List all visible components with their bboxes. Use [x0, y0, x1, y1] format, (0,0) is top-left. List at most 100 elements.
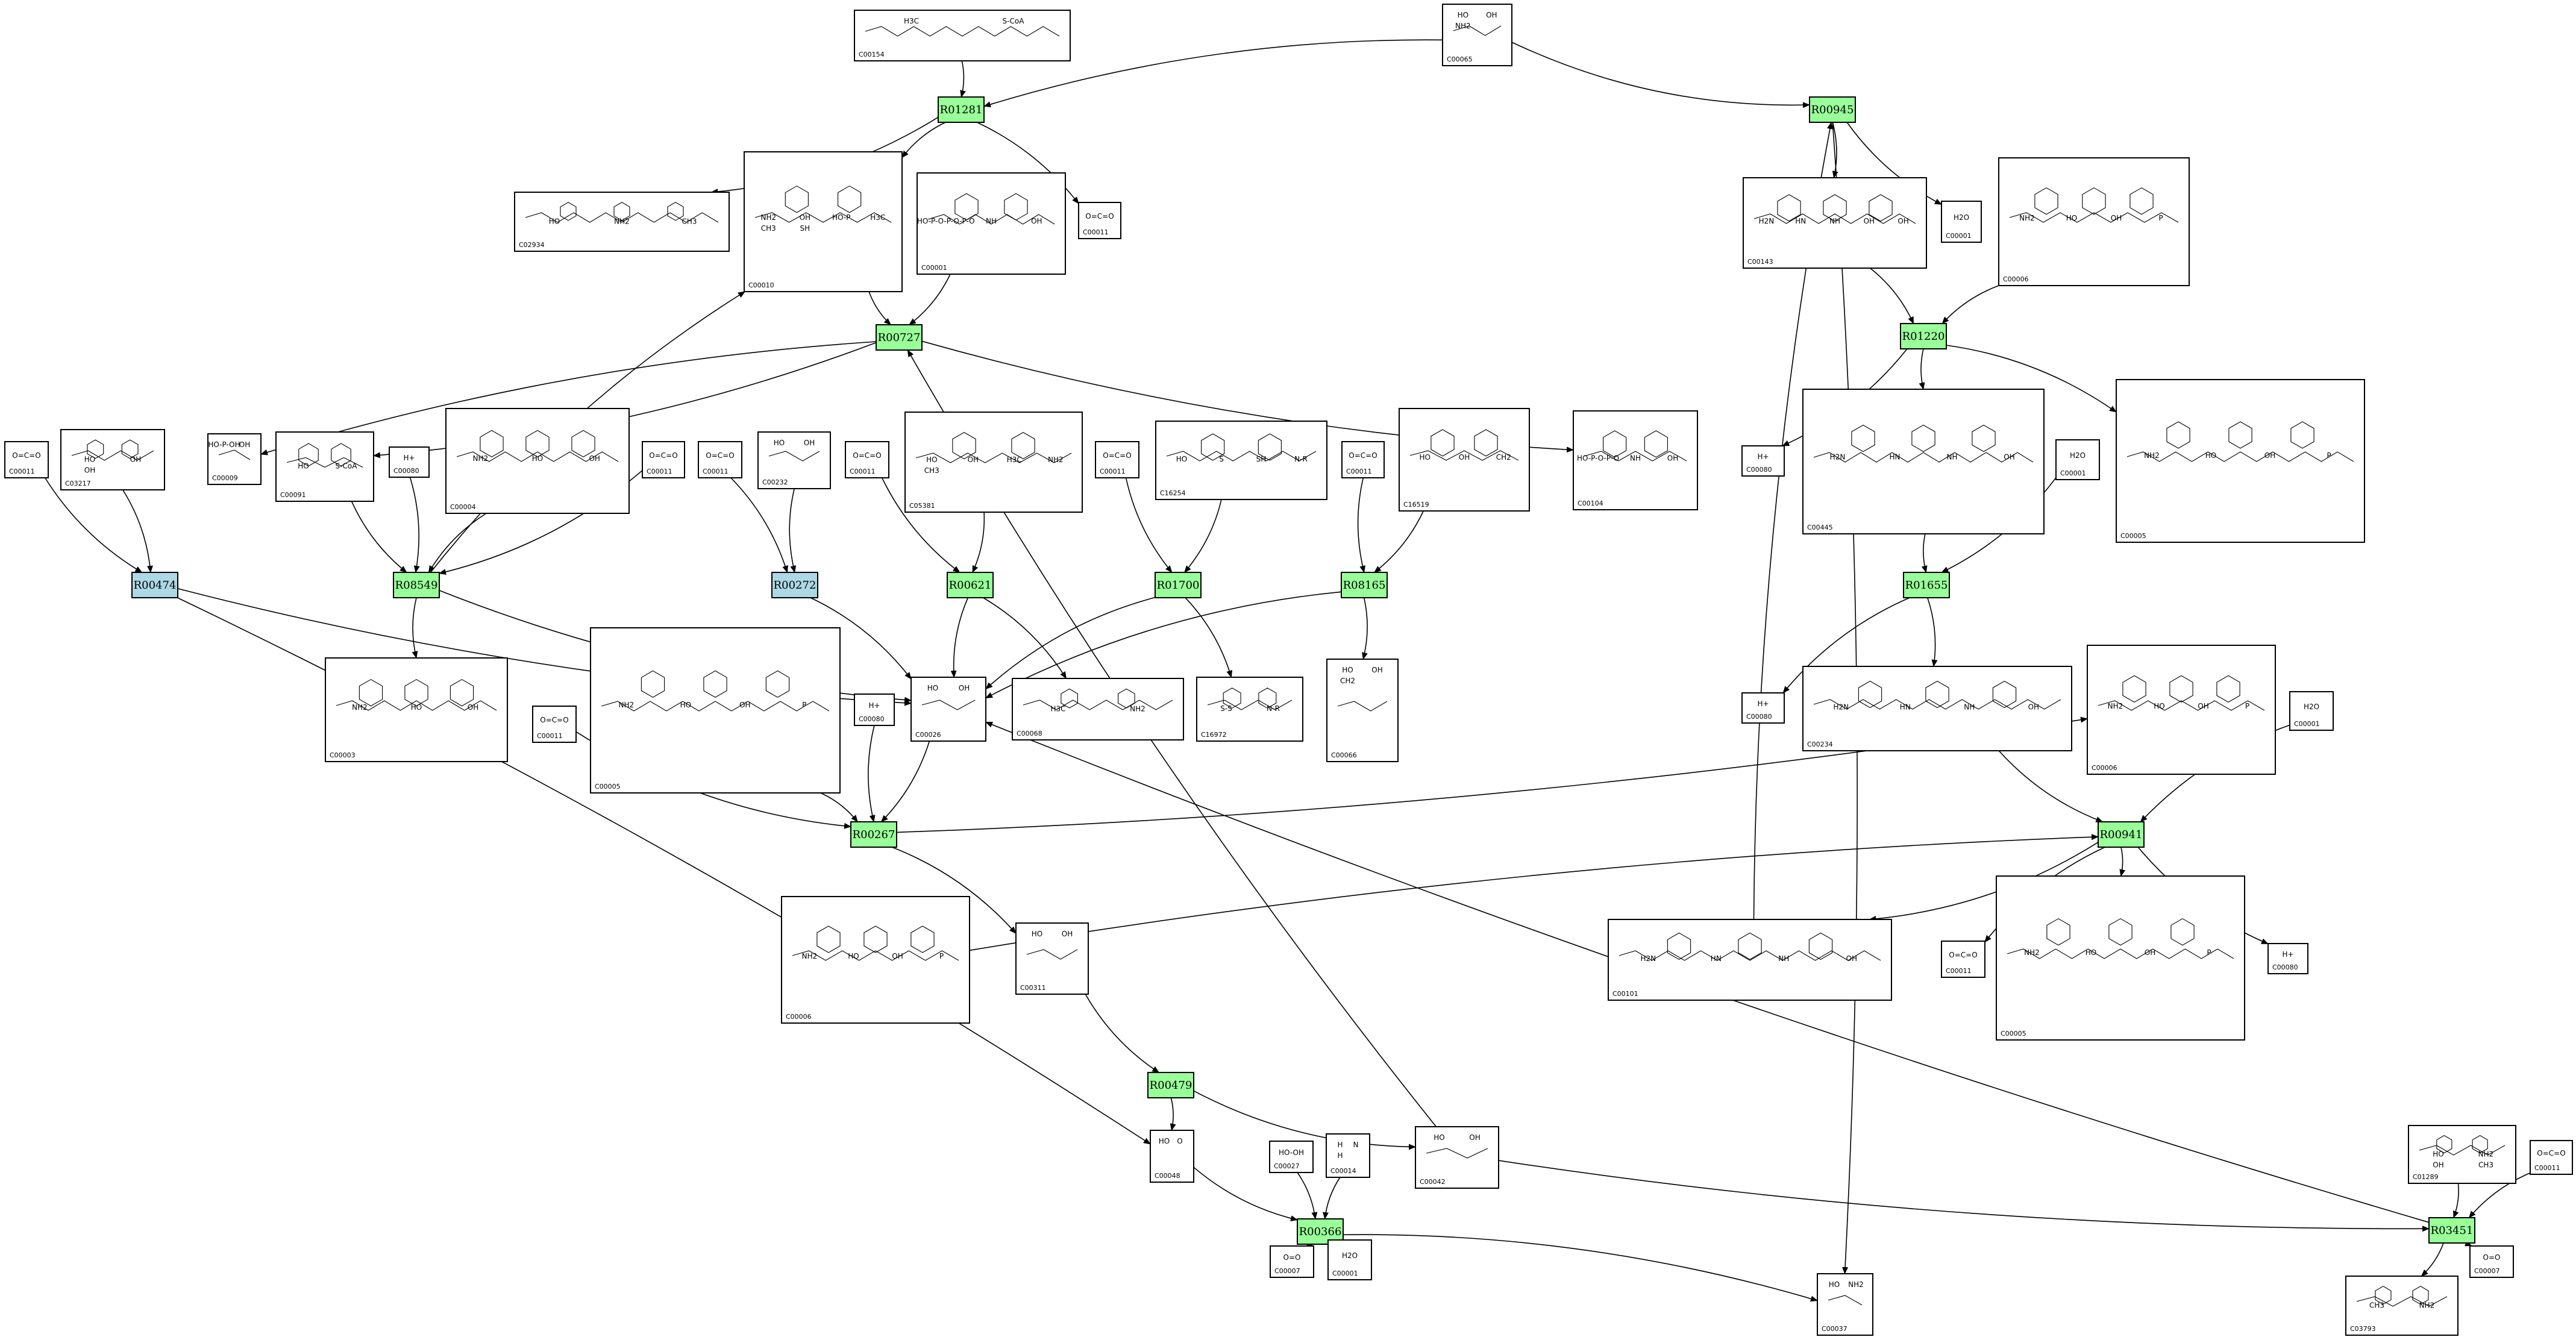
compound-node-c00080[interactable]: H+C00080 — [389, 446, 430, 478]
reaction-node-r00474[interactable]: R00474 — [131, 572, 178, 598]
reaction-node-r00621[interactable]: R00621 — [947, 572, 994, 598]
reaction-node-r00479[interactable]: R00479 — [1147, 1072, 1194, 1098]
reaction-node-r01700[interactable]: R01700 — [1155, 572, 1202, 598]
compound-id-label: C00445 — [1807, 524, 1833, 531]
compound-id-label: C00011 — [1100, 468, 1126, 475]
atom-label: H — [1337, 1151, 1343, 1160]
compound-box — [1941, 941, 1985, 978]
reaction-node-r01220[interactable]: R01220 — [1900, 323, 1947, 349]
compound-id-label: C00065 — [1447, 55, 1473, 63]
atom-label: OH — [1864, 217, 1875, 225]
atom-label: OH — [1898, 217, 1908, 225]
reaction-node-r00945[interactable]: R00945 — [1809, 96, 1856, 123]
compound-node-c00080[interactable]: H+C00080 — [1741, 445, 1785, 477]
compound-node-c00080[interactable]: H+C00080 — [2267, 943, 2308, 974]
reaction-label: R00727 — [878, 331, 921, 344]
reaction-node-r08549[interactable]: R08549 — [393, 572, 440, 598]
reaction-node-r01281[interactable]: R01281 — [938, 96, 985, 123]
atom-label: CH2 — [1496, 453, 1511, 462]
atom-label: HO — [298, 462, 309, 470]
reaction-node-r00941[interactable]: R00941 — [2098, 821, 2145, 848]
bond-chain — [1753, 213, 1916, 224]
compound-node-c00080[interactable]: H+C00080 — [854, 693, 895, 726]
atom-label: HO — [1434, 1133, 1444, 1142]
bond-chain — [768, 451, 820, 462]
atom-label: NH2 — [1848, 1280, 1864, 1289]
atom-label: H3C — [904, 17, 919, 25]
edge-C00010-to-R00727 — [868, 291, 891, 325]
atom-label: P — [802, 701, 806, 709]
atom-label: NH2 — [472, 454, 488, 463]
atom-label: OH — [1062, 930, 1073, 938]
compound-node-c00080[interactable]: H+C00080 — [1741, 692, 1785, 724]
atom-label: H2O — [2304, 703, 2319, 711]
reaction-node-r00267[interactable]: R00267 — [850, 821, 897, 848]
compound-box — [1741, 692, 1785, 724]
ring — [910, 925, 935, 953]
reaction-node-r01655[interactable]: R01655 — [1903, 572, 1950, 598]
reaction-node-r08165[interactable]: R08165 — [1341, 572, 1388, 598]
edge-C00011d-to-R00272 — [730, 477, 788, 573]
bond-chain — [2419, 1145, 2505, 1156]
atom-label: HO — [532, 454, 543, 463]
reaction-node-r00727[interactable]: R00727 — [876, 324, 923, 351]
bond-chain — [865, 26, 1060, 37]
reaction-node-r03451[interactable]: R03451 — [2428, 1217, 2475, 1244]
edge-R01220-to-C00005a — [1946, 345, 2117, 413]
reaction-node-r00272[interactable]: R00272 — [771, 572, 818, 598]
